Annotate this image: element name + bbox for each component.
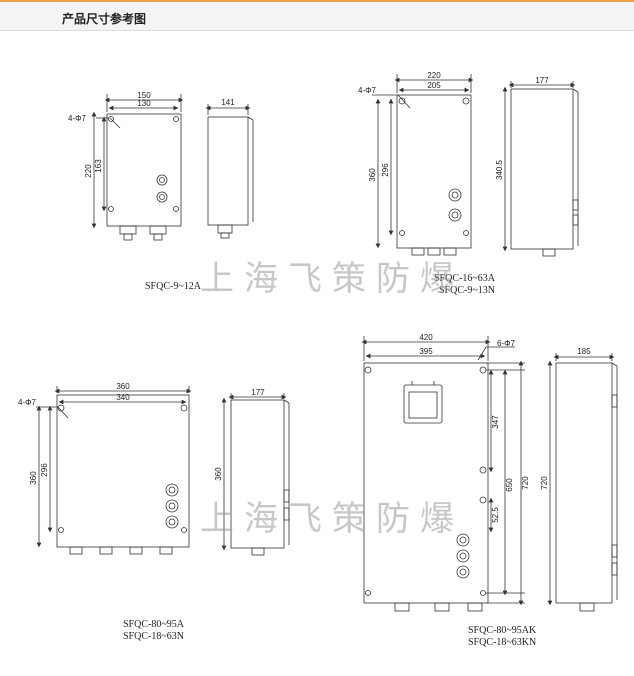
- dim-label: 720: [521, 476, 530, 490]
- drawing-sfqc-9-12a-side: [205, 104, 254, 239]
- drawing-sfqc-9-12a-front: [91, 94, 184, 241]
- dim-label: 340.5: [495, 159, 504, 180]
- dim-label: 177: [251, 388, 265, 397]
- dim-label: 185: [577, 347, 591, 356]
- drawing-sfqc-16-63a-front: [372, 74, 474, 256]
- dim-label: 141: [221, 98, 235, 107]
- dim-label: 220: [427, 71, 441, 80]
- dim-label: 130: [137, 99, 151, 108]
- drawing-sfqc-80-95a-front: [36, 386, 192, 555]
- dim-label: 52.5: [491, 507, 500, 523]
- dim-label: 150: [137, 91, 151, 100]
- dim-label: 420: [419, 333, 433, 342]
- model-caption: SFQC-80~95A: [123, 619, 185, 630]
- model-caption: SFQC-18~63KN: [468, 637, 536, 648]
- dim-label: 4-Φ7: [18, 398, 36, 407]
- dim-label: 4-Φ7: [68, 114, 86, 123]
- model-caption: SFQC-80~95AK: [468, 625, 537, 636]
- dim-label: 205: [427, 81, 441, 90]
- watermark: 上海飞策防爆: [200, 259, 464, 299]
- model-caption: SFQC-16~63A: [434, 273, 496, 284]
- dim-label: 360: [214, 467, 223, 481]
- section-title: 产品尺寸参考图: [62, 12, 147, 26]
- dim-label: 360: [29, 471, 38, 485]
- dim-label: 177: [535, 76, 549, 85]
- dim-label: 395: [419, 347, 433, 356]
- drawing-sfqc-16-63a-side: [502, 81, 579, 257]
- dim-label: 720: [540, 476, 549, 490]
- dim-label: 360: [368, 168, 377, 182]
- dim-label: 360: [116, 382, 130, 391]
- model-caption: SFQC-9~12A: [145, 281, 202, 292]
- watermark: 上海飞策防爆: [200, 499, 464, 539]
- dim-label: 296: [40, 463, 49, 477]
- dim-label: 220: [84, 164, 93, 178]
- drawing-sfqc-80-95ak-front: [361, 336, 525, 612]
- dim-label: 163: [94, 159, 103, 173]
- dim-label: 296: [381, 163, 390, 177]
- dim-label: 347: [491, 415, 500, 429]
- dim-label: 340: [116, 393, 130, 402]
- drawing-sfqc-80-95a-side: [221, 393, 290, 556]
- model-caption: SFQC-18~63N: [123, 631, 184, 642]
- dim-label: 650: [505, 478, 514, 492]
- dim-label: 6-Φ7: [497, 339, 515, 348]
- model-caption: SFQC-9~13N: [439, 285, 495, 296]
- drawing-sfqc-80-95ak-side: [547, 353, 618, 612]
- section-header: 产品尺寸参考图: [0, 0, 634, 31]
- dim-label: 4-Φ7: [358, 86, 376, 95]
